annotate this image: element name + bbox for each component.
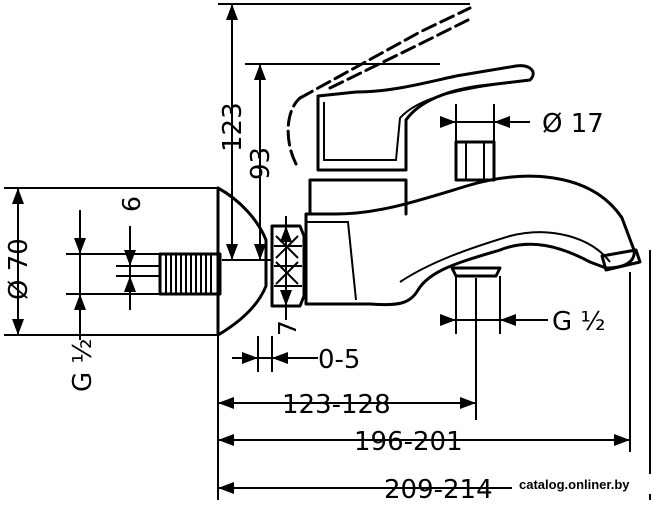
dim-123-128-label: 123-128	[282, 390, 391, 420]
lever-raised-dashed	[286, 6, 472, 166]
dim-123-label: 123	[218, 102, 248, 152]
dim-diameter-70-label: Ø 70	[4, 238, 34, 300]
dim-196-201-label: 196-201	[354, 427, 463, 457]
dim-7-label: 7	[273, 320, 302, 336]
watermark-text: catalog.onliner.by	[519, 477, 630, 492]
dim-209-214-label: 209-214	[384, 475, 493, 505]
dim-thread-left-label: G ½	[68, 338, 98, 392]
faucet-outline	[158, 64, 642, 337]
dim-thread-outlet-label: G ½	[552, 307, 606, 337]
dim-0-5-label: 0-5	[318, 345, 360, 375]
dim-93-label: 93	[246, 147, 276, 180]
watermark-background	[512, 474, 659, 494]
dimension-lines	[4, 3, 651, 500]
dimension-labels: 123 93 Ø 70 6 G ½ 7 0-5 123-128 196-201 …	[4, 102, 606, 505]
dim-diameter-17-label: Ø 17	[542, 109, 604, 139]
dim-6-label: 6	[117, 196, 146, 212]
